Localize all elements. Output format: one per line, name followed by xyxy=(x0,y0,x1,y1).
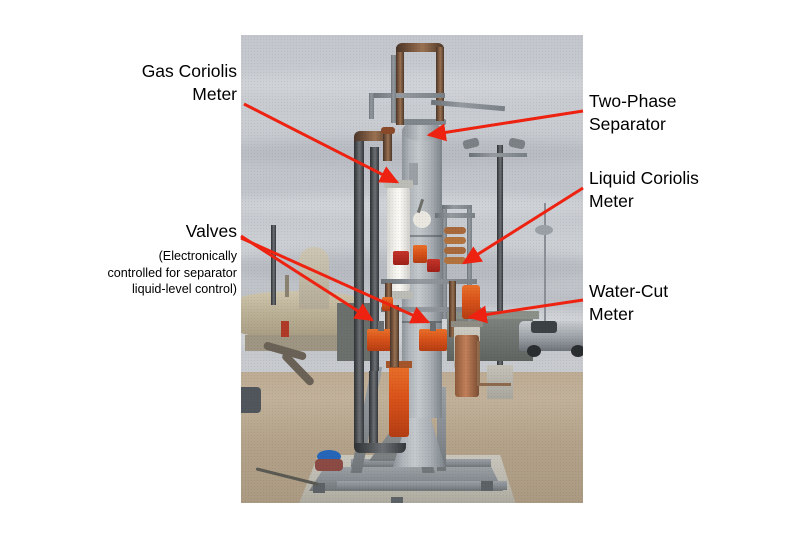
truck-wheel xyxy=(571,345,583,357)
valve-actuator-stem xyxy=(378,321,384,331)
process-pipe xyxy=(449,281,456,337)
gas-coriolis-transmitter xyxy=(413,211,431,228)
heat-trace-coil xyxy=(444,227,466,234)
actuated-valve-right xyxy=(419,329,447,351)
support-leg xyxy=(437,387,446,471)
mid-manifold-beam xyxy=(381,307,481,312)
background-pump xyxy=(241,387,261,413)
liquid-coriolis-meter-housing xyxy=(455,335,479,397)
tank-valve xyxy=(281,321,289,337)
truck-cab-window xyxy=(531,321,557,333)
blue-valve-base xyxy=(315,459,343,471)
label-valves-description: (Electronically controlled for separator… xyxy=(107,249,237,297)
heat-trace-coil xyxy=(444,247,466,254)
truck-wheel xyxy=(527,345,541,357)
label-valves: Valves xyxy=(185,221,237,241)
vessel-flange xyxy=(398,119,446,125)
label-liquid-coriolis-meter: Liquid Coriolis Meter xyxy=(589,168,699,212)
light-arm xyxy=(469,153,527,157)
top-support-frame xyxy=(369,93,445,98)
vessel-nameplate xyxy=(409,163,418,185)
platform-deck xyxy=(435,213,475,218)
heat-trace-coil xyxy=(444,237,466,244)
top-support-post xyxy=(391,55,396,123)
valve-actuator-stem xyxy=(430,321,436,331)
equipment-photograph xyxy=(241,35,583,503)
skid-crossbeam xyxy=(337,481,507,490)
gas-outlet-elbow xyxy=(396,43,444,52)
water-cut-meter-flange xyxy=(451,321,483,327)
riser-flange xyxy=(386,361,412,368)
antenna-mast xyxy=(544,203,546,343)
mid-manifold-beam xyxy=(381,279,477,284)
gas-coriolis-meter-flange xyxy=(384,180,413,188)
skid-anchor xyxy=(391,497,403,503)
actuated-valve-left xyxy=(367,329,395,351)
instrument-tubing xyxy=(477,341,480,385)
skid-anchor xyxy=(481,481,493,491)
handrail-top xyxy=(442,205,472,209)
label-two-phase-separator: Two-Phase Separator xyxy=(589,91,677,135)
lower-pipe xyxy=(354,371,364,447)
lower-pipe-rust xyxy=(390,305,399,367)
label-water-cut-meter: Water-Cut Meter xyxy=(589,281,669,325)
lower-pipe xyxy=(369,371,378,451)
photo-grain xyxy=(241,35,583,503)
lower-pipe-elbow xyxy=(354,443,406,453)
heat-trace-coil xyxy=(444,257,466,264)
instrument-tubing xyxy=(477,383,511,386)
gas-outlet-pipe xyxy=(396,47,404,125)
pole-base xyxy=(487,365,513,399)
skid-anchor xyxy=(313,483,325,493)
label-gas-coriolis-meter: Gas Coriolis Meter xyxy=(141,61,237,105)
lower-process-riser xyxy=(389,365,409,437)
manual-valve xyxy=(427,259,440,272)
vessel-weld-seam xyxy=(402,235,442,237)
gas-outlet-downleg xyxy=(436,47,444,121)
